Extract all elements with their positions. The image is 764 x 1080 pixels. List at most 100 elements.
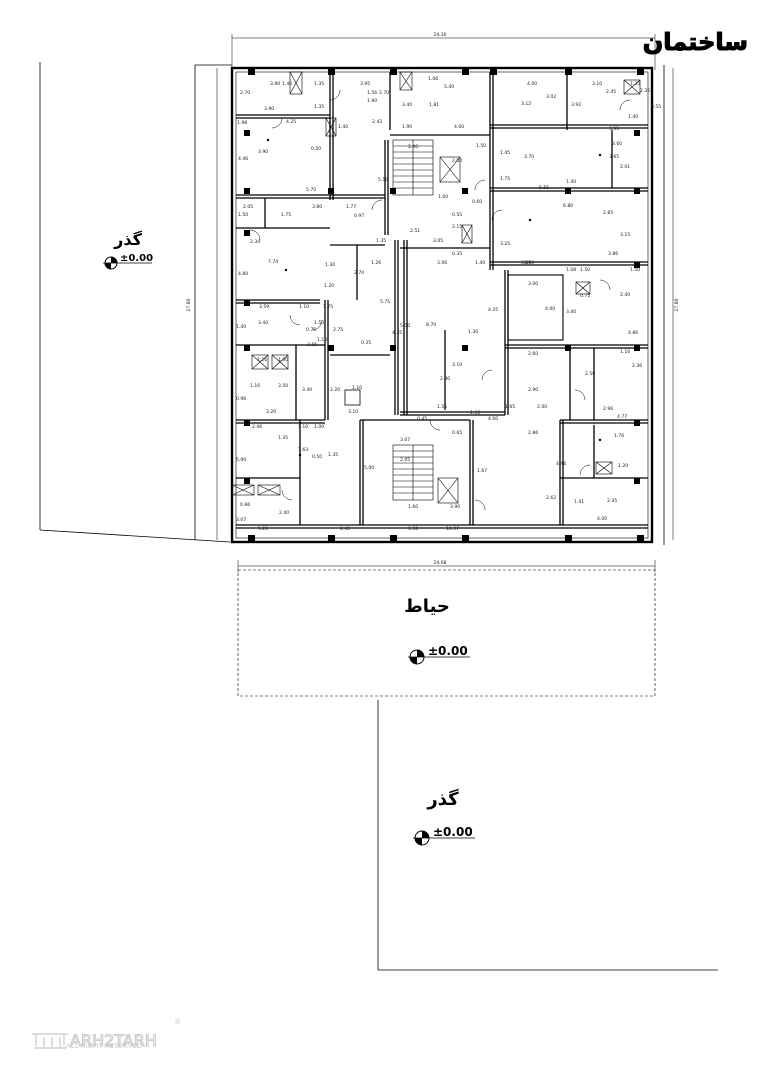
dimension-text: 3.40 bbox=[566, 309, 576, 315]
dimension-text: 4.00 bbox=[527, 81, 537, 87]
dimension-text: 3.15 bbox=[620, 232, 630, 238]
dimension-text: 0.75 bbox=[306, 327, 316, 333]
dimension-text: 3.12 bbox=[521, 101, 531, 107]
dimension-text: 2.51 bbox=[410, 228, 420, 234]
dimension-text: 2.70 bbox=[354, 270, 364, 276]
dimension-text: 5.75 bbox=[380, 299, 390, 305]
dimension-text: 0.35 bbox=[452, 251, 462, 257]
level-marker-bottom: ±0.00 bbox=[413, 825, 475, 846]
dimension-text: 2.75 bbox=[333, 327, 343, 333]
dimension-text: 1.35 bbox=[630, 81, 640, 87]
dimension-text: 2.90 bbox=[440, 376, 450, 382]
dimension-text: 5.90 bbox=[236, 457, 246, 463]
dimension-text: 2.46 bbox=[252, 424, 262, 430]
dimension-text: 3.92 bbox=[571, 102, 581, 108]
level-marker-yard: ±0.00 bbox=[408, 644, 470, 665]
dimension-text: 4.46 bbox=[556, 461, 566, 467]
dimension-text: 2.35 bbox=[607, 498, 617, 504]
level-text-bottom: ±0.00 bbox=[433, 825, 473, 839]
dimension-text: 0.97 bbox=[354, 213, 364, 219]
dimension-text: 2.15 bbox=[452, 224, 462, 230]
dimension-text: 1.77 bbox=[346, 204, 356, 210]
dimension-text: 4.00 bbox=[597, 516, 607, 522]
dimension-text: 1.98 bbox=[237, 120, 247, 126]
dimension-text: 2.86 bbox=[528, 430, 538, 436]
dim-right-overall: 27.80 bbox=[674, 298, 680, 311]
dimension-text: 2.70 bbox=[240, 90, 250, 96]
dimension-text: 2.00 bbox=[537, 404, 547, 410]
dimension-text: 1.60 bbox=[408, 504, 418, 510]
dim-top-overall: 24.30 bbox=[433, 32, 446, 38]
dimension-text: 1.50 bbox=[630, 267, 640, 273]
dimension-text: 1.16 bbox=[620, 349, 630, 355]
dimension-text: 3.70 bbox=[524, 154, 534, 160]
dimension-text: 1.50 bbox=[408, 526, 418, 532]
brand-mark: ® bbox=[174, 1018, 181, 1026]
dimension-text: 1.50 bbox=[580, 267, 590, 273]
dimension-text: 3.40 bbox=[302, 387, 312, 393]
stair-south bbox=[392, 444, 434, 501]
door-swings bbox=[249, 89, 631, 511]
dimension-text: 1.10 bbox=[298, 424, 308, 430]
dimension-text: 7.74 bbox=[268, 259, 278, 265]
dimension-text: 5.40 bbox=[444, 84, 454, 90]
dimension-text: 1.35 bbox=[314, 81, 324, 87]
dimension-text: 1.41 bbox=[574, 499, 584, 505]
dimension-text: 1.10 bbox=[299, 304, 309, 310]
yard-label: حیاط bbox=[404, 596, 450, 617]
dimension-text: 1.40 bbox=[338, 124, 348, 130]
dimension-text: 1.40 bbox=[236, 324, 246, 330]
dimension-text: 1.08 bbox=[566, 267, 576, 273]
ceiling-symbols bbox=[266, 138, 602, 457]
dimension-text: 4.35 bbox=[392, 330, 402, 336]
dimension-text: 1.16 bbox=[250, 383, 260, 389]
dimension-text: 1.50 bbox=[476, 143, 486, 149]
dimension-text: 0.50 bbox=[312, 454, 322, 460]
dimension-text: 2.40 bbox=[279, 510, 289, 516]
dimension-text: 1.45 bbox=[500, 150, 510, 156]
dimension-text: 0.35 bbox=[361, 340, 371, 346]
dimension-text: 0.65 bbox=[452, 430, 462, 436]
dimension-text: 0.50 bbox=[311, 146, 321, 152]
dimension-text: 1.65 bbox=[505, 404, 515, 410]
dimension-text: 2.43 bbox=[372, 119, 382, 125]
stair-north bbox=[392, 139, 434, 196]
dimension-text: 1.30 bbox=[468, 329, 478, 335]
dimension-text: 1.55 bbox=[437, 404, 447, 410]
dimension-text: 2.34 bbox=[250, 239, 260, 245]
dimension-text: 2.50 bbox=[585, 371, 595, 377]
dimension-text: 6.80 bbox=[563, 203, 573, 209]
dimension-text: 3.90 bbox=[258, 149, 268, 155]
dimension-text: 5.70 bbox=[306, 187, 316, 193]
dim-bottom-overall: 24.68 bbox=[433, 560, 446, 566]
dimension-text: 10.37 bbox=[446, 526, 459, 532]
dimension-text: 4.00 bbox=[454, 124, 464, 130]
dimension-text: 1.50 bbox=[314, 320, 324, 326]
dimension-text: 1.40 bbox=[628, 114, 638, 120]
overall-dimension-lines bbox=[216, 34, 674, 572]
interior-walls bbox=[236, 72, 648, 529]
dimension-text: 5.21 bbox=[258, 526, 268, 532]
dimension-text: 1.35 bbox=[314, 104, 324, 110]
dimension-text: 0.86 bbox=[240, 502, 250, 508]
dimension-text: 0.55 bbox=[651, 104, 661, 110]
dimension-text: 8.70 bbox=[426, 322, 436, 328]
brand-rights: ALL RIGHT RESERVED bbox=[66, 1042, 142, 1050]
dimension-text: 5.00 bbox=[364, 465, 374, 471]
dimension-text: 3.40 bbox=[402, 102, 412, 108]
dimension-text: 4.80 bbox=[238, 271, 248, 277]
site-boundary bbox=[39, 62, 718, 971]
dim-left-overall: 27.80 bbox=[186, 298, 192, 311]
dimension-text: 3.10 bbox=[452, 362, 462, 368]
level-marker-left: ±0.00 bbox=[103, 253, 153, 270]
dimension-text: 1.00 bbox=[314, 424, 324, 430]
dimension-text: 1.20 bbox=[324, 283, 334, 289]
dimension-text: 4.00 bbox=[545, 306, 555, 312]
brand-watermark: ARH2TARH ® ALL RIGHT RESERVED bbox=[32, 1018, 181, 1051]
dimension-text: 3.25 bbox=[500, 241, 510, 247]
dimension-text: 3.02 bbox=[546, 94, 556, 100]
dimension-text: 1.00 bbox=[438, 194, 448, 200]
dimension-text: 3.90 bbox=[524, 260, 534, 266]
dimension-text: 1.30 bbox=[278, 357, 288, 363]
